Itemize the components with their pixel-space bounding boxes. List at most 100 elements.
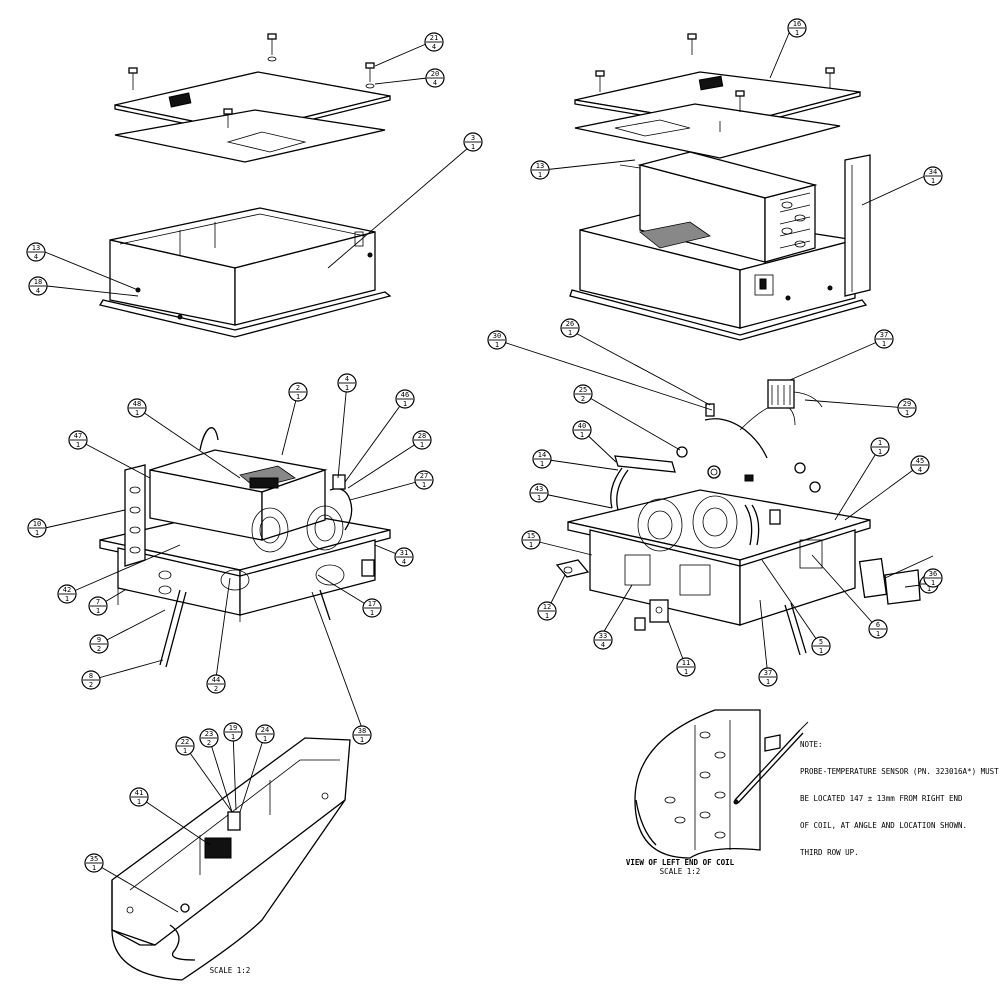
balloon-item-number: 20 [431,70,439,78]
balloon-quantity: 1 [927,585,931,593]
balloon-quantity: 1 [92,864,96,872]
note-line-4: THIRD ROW UP. [800,848,859,857]
middle-left-base-assembly [99,427,391,668]
item-balloon-29: 291 [897,398,917,418]
balloon-item-number: 8 [89,672,93,680]
balloon-quantity: 1 [537,494,541,502]
balloon-item-number: 18 [34,278,42,286]
balloon-quantity: 1 [931,579,935,587]
item-balloon-47: 471 [68,430,88,450]
balloon-quantity: 4 [432,43,436,51]
item-balloon-40: 401 [572,420,592,440]
detail-view-caption: VIEW OF LEFT END OF COIL SCALE 1:2 [610,858,750,876]
item-balloon-17: 171 [362,598,382,618]
balloon-quantity: 1 [878,448,882,456]
item-balloon-28: 281 [412,430,432,450]
balloon-item-number: 19 [229,724,237,732]
item-balloon-36: 361 [923,568,943,588]
top-right-lid-assembly [569,33,871,341]
balloon-item-number: 33 [599,632,607,640]
balloon-quantity: 1 [684,668,688,676]
detail-view-title: VIEW OF LEFT END OF COIL [625,858,735,867]
balloon-item-number: 45 [916,457,924,465]
item-balloon-3: 31 [463,132,483,152]
balloon-quantity: 1 [370,609,374,617]
balloon-item-number: 35 [90,855,98,863]
balloon-quantity: 1 [819,647,823,655]
item-balloon-12: 121 [537,601,557,621]
balloon-item-number: 3 [471,134,475,142]
middle-right-base-assembly [555,379,921,656]
item-balloon-23: 232 [199,728,219,748]
note-line-2: BE LOCATED 147 ± 13mm FROM RIGHT END [800,794,963,803]
balloon-item-number: 43 [535,485,543,493]
balloon-quantity: 1 [568,329,572,337]
balloon-quantity: 1 [545,612,549,620]
item-balloon-35: 351 [84,853,104,873]
item-balloon-37: 371 [758,667,778,687]
balloon-item-number: 1 [878,439,882,447]
detail-view-scale: SCALE 1:2 [659,867,701,876]
balloon-item-number: 31 [400,549,408,557]
balloon-item-number: 6 [876,621,880,629]
item-balloon-18: 184 [28,276,48,296]
note-line-3: OF COIL, AT ANGLE AND LOCATION SHOWN. [800,821,968,830]
item-balloon-21: 214 [424,32,444,52]
item-balloon-22: 221 [175,736,195,756]
balloon-quantity: 1 [905,409,909,417]
item-balloon-24: 241 [255,724,275,744]
balloon-item-number: 47 [74,432,82,440]
item-balloon-48: 481 [127,398,147,418]
balloon-item-number: 26 [566,320,574,328]
balloon-item-number: 38 [358,727,366,735]
balloon-quantity: 1 [263,735,267,743]
balloon-item-number: 27 [420,472,428,480]
balloon-item-number: 37 [880,331,888,339]
item-balloon-20: 204 [425,68,445,88]
balloon-item-number: 37 [764,669,772,677]
balloon-quantity: 1 [35,529,39,537]
item-balloon-43: 431 [529,483,549,503]
balloon-item-number: 48 [133,400,141,408]
balloon-item-number: 34 [929,168,937,176]
balloon-item-number: 41 [135,789,143,797]
item-balloon-9: 92 [89,634,109,654]
balloon-item-number: 9 [97,636,101,644]
item-balloon-38: 381 [352,725,372,745]
balloon-quantity: 4 [36,287,40,295]
balloon-item-number: 4 [345,375,349,383]
balloon-item-number: 30 [493,332,501,340]
item-balloon-27: 271 [414,470,434,490]
balloon-quantity: 4 [34,253,38,261]
balloon-quantity: 2 [214,685,218,693]
balloon-quantity: 1 [96,607,100,615]
item-balloon-44: 442 [206,674,226,694]
balloon-item-number: 13 [536,162,544,170]
balloon-quantity: 1 [403,400,407,408]
item-balloon-4: 41 [337,373,357,393]
balloon-item-number: 36 [929,570,937,578]
item-balloon-19: 191 [223,722,243,742]
balloon-quantity: 1 [876,630,880,638]
probe-location-note: NOTE: PROBE-TEMPERATURE SENSOR (PN. 3230… [800,722,999,866]
item-balloon-37: 371 [874,329,894,349]
balloon-item-number: 16 [793,20,801,28]
balloon-quantity: 1 [420,441,424,449]
balloon-quantity: 2 [97,645,101,653]
balloon-item-number: 15 [527,532,535,540]
item-balloon-13: 131 [530,160,550,180]
balloon-item-number: 12 [543,603,551,611]
balloon-quantity: 2 [581,395,585,403]
balloon-quantity: 2 [89,681,93,689]
item-balloon-1: 11 [870,437,890,457]
item-balloon-46: 461 [395,389,415,409]
balloon-item-number: 13 [32,244,40,252]
balloon-item-number: 21 [430,34,438,42]
balloon-quantity: 1 [766,678,770,686]
balloon-quantity: 2 [207,739,211,747]
item-balloon-2: 21 [288,382,308,402]
balloon-quantity: 1 [231,733,235,741]
balloon-quantity: 1 [135,409,139,417]
balloon-quantity: 1 [931,177,935,185]
balloon-item-number: 46 [401,391,409,399]
